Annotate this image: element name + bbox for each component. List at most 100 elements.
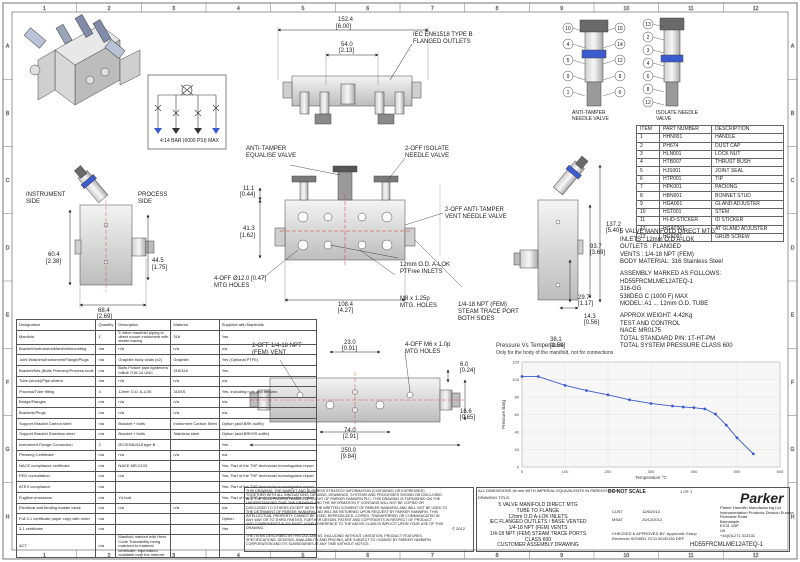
mat-material: 316SS xyxy=(170,386,220,398)
mat-header-material: Material xyxy=(170,319,220,331)
balloon-number: 6 xyxy=(619,90,622,96)
parts-number: HJS001 xyxy=(659,166,713,176)
mat-quantity: n/a xyxy=(95,407,117,419)
mat-material: Stainless steel xyxy=(170,428,220,441)
mat-supplied: n/a xyxy=(218,449,317,462)
mat-designation: Manifold xyxy=(15,329,97,345)
mat-material: n/a xyxy=(170,407,220,419)
border-col-label: 11 xyxy=(688,6,693,12)
border-row-label: D xyxy=(791,245,795,251)
mat-supplied xyxy=(218,534,317,559)
disclaimer-footer: THE ITEMS DESCRIBED IN THIS DOCUMENT, IN… xyxy=(246,534,431,547)
dim-inner-in: [2.13] xyxy=(339,48,355,54)
border-col-label: 6 xyxy=(366,553,369,559)
mat-description: Bolts Fixture pipe tighteners mBolt 7/16… xyxy=(115,364,172,377)
parts-description: PACKING xyxy=(711,183,784,193)
parts-item: 8 xyxy=(635,191,661,201)
drawing-title-label: DRAWING TITLE: xyxy=(478,495,511,500)
chart-xtick-label: 100 xyxy=(562,469,569,474)
balloon xyxy=(562,86,574,98)
balloon-number: 4 xyxy=(647,61,650,67)
mat-supplied: Option (add BRKSS suffix) xyxy=(218,428,317,441)
parts-description: BONNET STUD xyxy=(711,191,784,201)
balloon-number: 1 xyxy=(567,90,570,96)
company-address: Parker Hannifin Manufacturing Ltd Instru… xyxy=(720,505,794,538)
mat-supplied: Option (add BRK suffix) xyxy=(218,417,317,430)
mat-designation: Fugitive emissions xyxy=(15,492,97,504)
chart-ytick-label: 60 xyxy=(515,412,520,417)
border-col-label: 7 xyxy=(431,6,434,12)
balloon xyxy=(614,22,626,34)
border-row-label: G xyxy=(791,447,795,453)
checked-date: 20/12/2013 xyxy=(642,517,663,522)
balloon-number: 5 xyxy=(567,58,570,64)
mat-material xyxy=(170,523,220,536)
parts-item: 2 xyxy=(635,141,661,151)
mat-description: 12mm O.D. A-LOK xyxy=(115,386,172,398)
balloon-number: 8 xyxy=(619,74,622,80)
parts-number: HLN001 xyxy=(659,149,713,160)
flange-label: IEC EN61518 TYPE B FLANGED OUTLETS xyxy=(413,32,473,45)
parts-description: STEM xyxy=(711,207,784,218)
border-row-label: B xyxy=(791,111,795,117)
chart-point xyxy=(671,404,674,408)
dim-23-0-in: [0.91] xyxy=(342,346,358,352)
mat-description xyxy=(115,523,172,536)
mat-description: n/a xyxy=(115,407,172,419)
mat-description xyxy=(115,481,172,494)
parts-description: LOCK NUT xyxy=(711,149,784,160)
mat-quantity: n/a xyxy=(95,513,117,525)
chart-point xyxy=(606,393,610,397)
border-col-label: 6 xyxy=(366,6,369,12)
mat-supplied: Yes, Part of the THF technician homologa… xyxy=(218,460,317,472)
balloon-number: 12 xyxy=(617,58,623,64)
isolate-caption: ISOLATE NEEDLE VALVE xyxy=(656,110,699,122)
chart-subtitle: Only for the body of the manifold, not f… xyxy=(496,350,614,356)
valve-schematic xyxy=(147,74,227,150)
mat-designation: Full 3.1 certificate paper copy with ord… xyxy=(15,513,97,525)
materials-table: Designation Quantity Description Materia… xyxy=(15,319,317,559)
parts-number: HI-ID-STICKER xyxy=(659,216,713,226)
dim-44-5: 44.5 xyxy=(152,258,164,264)
chart-xlabel: Temperature °C xyxy=(635,475,667,480)
dim-14-3: 14.3 xyxy=(584,314,596,320)
mat-material: n/a xyxy=(170,396,220,409)
mat-quantity: n/a xyxy=(95,481,117,494)
mat-supplied: Yes xyxy=(218,329,317,345)
dim-16-6: 16.6 xyxy=(460,409,472,415)
balloon xyxy=(562,38,574,50)
isolate-label: 2-OFF ISOLATE NEEDLE VALVE xyxy=(405,146,450,159)
mat-quantity: n/a xyxy=(95,492,117,504)
mat-description: Y4 butt xyxy=(115,492,172,504)
mat-designation: Pressing Certificate xyxy=(15,449,97,462)
parts-description: ID STICKER xyxy=(711,216,784,226)
mat-material xyxy=(170,481,220,494)
spec-block-3: APPROX WEIGHT: 4.42Kg TEST AND CONTROL N… xyxy=(620,313,733,349)
parts-number: PH674 xyxy=(659,141,713,151)
chart-ytick-label: 120 xyxy=(512,360,519,365)
border-row-label: B xyxy=(6,111,10,117)
do-not-scale: DO NOT SCALE xyxy=(608,489,646,495)
parts-description: HANDLE xyxy=(711,133,784,143)
chart-point xyxy=(520,375,524,378)
anti-tamper-caption: ANTI-TAMPER NEEDLE VALVE xyxy=(572,110,609,122)
parts-description: GRUB SCREW xyxy=(711,232,784,243)
border-row-label: C xyxy=(791,178,795,184)
dim-60-4: 60.4 xyxy=(48,252,60,258)
parts-number: HTP001 xyxy=(659,174,713,185)
border-col-label: 2 xyxy=(108,6,111,12)
disclaimer-box xyxy=(244,487,474,552)
